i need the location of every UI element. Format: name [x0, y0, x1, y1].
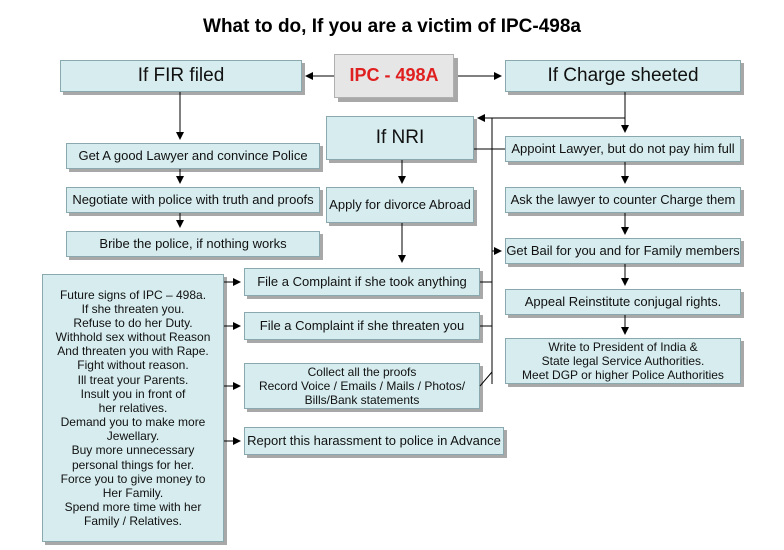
fir-step-1-label: Get A good Lawyer and convince Police: [78, 148, 308, 164]
fir-step-3-label: Bribe the police, if nothing works: [99, 236, 287, 252]
fir-step-1-box: Get A good Lawyer and convince Police: [66, 143, 320, 169]
page-title: What to do, If you are a victim of IPC-4…: [203, 16, 581, 37]
charge-step-2-label: Ask the lawyer to counter Charge them: [510, 192, 736, 208]
charge-step-4-label: Appeal Reinstitute conjugal rights.: [524, 294, 722, 310]
ipc-498a-box: IPC - 498A: [334, 54, 454, 98]
future-signs-box: Future signs of IPC – 498a. If she threa…: [42, 274, 224, 542]
charge-step-2-box: Ask the lawyer to counter Charge them: [505, 187, 741, 213]
fir-header-label: If FIR filed: [137, 64, 225, 86]
action-complaint-took-label: File a Complaint if she took anything: [257, 274, 467, 290]
charge-step-3-box: Get Bail for you and for Family members: [505, 238, 741, 264]
action-collect-proofs-label: Collect all the proofs Record Voice / Em…: [258, 364, 466, 408]
future-signs-text: Future signs of IPC – 498a. If she threa…: [55, 287, 211, 529]
action-complaint-threaten-box: File a Complaint if she threaten you: [244, 312, 480, 340]
nri-step-box: Apply for divorce Abroad: [326, 187, 474, 223]
action-complaint-took-box: File a Complaint if she took anything: [244, 268, 480, 296]
line-collect-to-trunk: [479, 371, 493, 387]
fir-step-2-label: Negotiate with police with truth and pro…: [72, 192, 314, 208]
action-report-label: Report this harassment to police in Adva…: [247, 433, 501, 449]
ipc-498a-label: IPC - 498A: [349, 65, 439, 86]
nri-step-label: Apply for divorce Abroad: [329, 197, 471, 213]
charge-step-3-label: Get Bail for you and for Family members: [506, 243, 740, 259]
charge-header-label: If Charge sheeted: [547, 64, 699, 86]
charge-header-box: If Charge sheeted: [505, 60, 741, 92]
action-report-box: Report this harassment to police in Adva…: [244, 427, 504, 455]
fir-step-2-box: Negotiate with police with truth and pro…: [66, 187, 320, 213]
charge-step-5-label: Write to President of India & State lega…: [522, 339, 724, 383]
charge-step-1-label: Appoint Lawyer, but do not pay him full: [511, 141, 735, 157]
charge-step-4-box: Appeal Reinstitute conjugal rights.: [505, 289, 741, 315]
charge-step-1-box: Appoint Lawyer, but do not pay him full: [505, 136, 741, 162]
fir-step-3-box: Bribe the police, if nothing works: [66, 231, 320, 257]
fir-header-box: If FIR filed: [60, 60, 302, 92]
action-complaint-threaten-label: File a Complaint if she threaten you: [259, 318, 465, 334]
action-collect-proofs-box: Collect all the proofs Record Voice / Em…: [244, 363, 480, 409]
nri-header-label: If NRI: [375, 126, 425, 148]
charge-step-5-box: Write to President of India & State lega…: [505, 338, 741, 384]
nri-header-box: If NRI: [326, 116, 474, 160]
